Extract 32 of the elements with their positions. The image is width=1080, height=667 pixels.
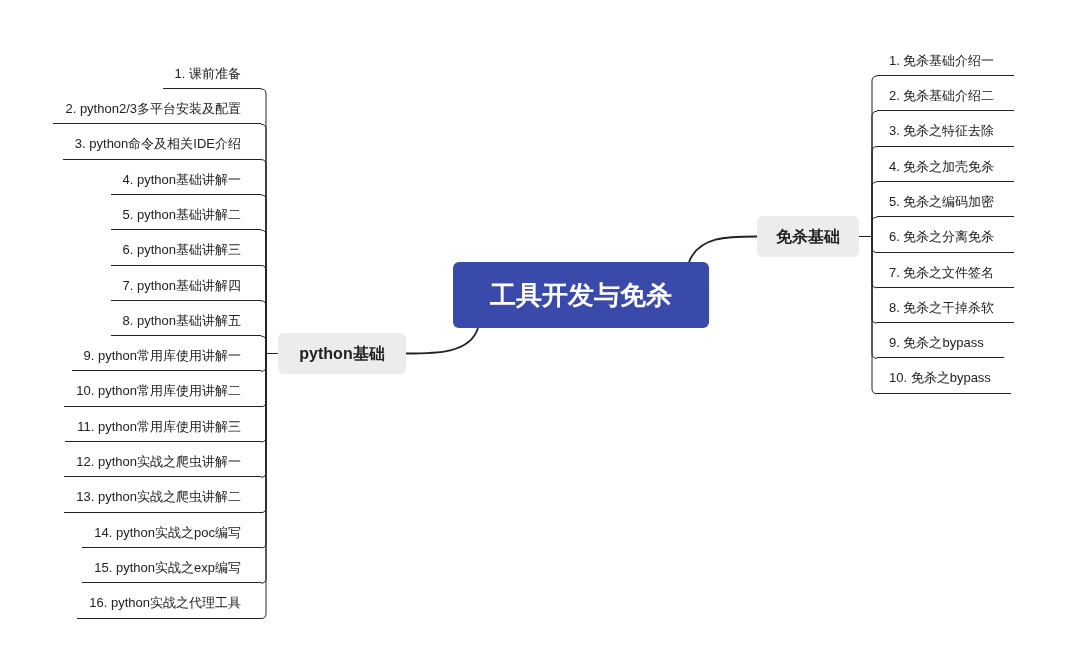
- subtopic: 5. python基础讲解二: [110, 200, 261, 231]
- subtopic: 6. python基础讲解三: [110, 235, 261, 266]
- subtopic: 10. 免杀之bypass: [877, 363, 1011, 394]
- main-topic: 免杀基础: [757, 216, 859, 257]
- connector-line: [688, 235, 758, 263]
- subtopic: 14. python实战之poc编写: [82, 517, 261, 548]
- subtopic: 13. python实战之爬虫讲解二: [64, 482, 261, 513]
- subtopic: 2. python2/3多平台安装及配置: [53, 94, 261, 125]
- subtopic: 4. python基础讲解一: [110, 164, 261, 195]
- connector-line: [858, 236, 878, 395]
- subtopic: 10. python常用库使用讲解二: [64, 376, 261, 407]
- subtopic: 12. python实战之爬虫讲解一: [64, 447, 261, 478]
- subtopic: 15. python实战之exp编写: [82, 553, 261, 584]
- central-topic: 工具开发与免杀: [453, 262, 709, 328]
- subtopic: 11. python常用库使用讲解三: [65, 412, 261, 442]
- subtopic: 4. 免杀之加壳免杀: [877, 151, 1015, 182]
- subtopic: 7. 免杀之文件签名: [877, 257, 1015, 288]
- subtopic: 5. 免杀之编码加密: [877, 187, 1015, 218]
- subtopic: 1. 课前准备: [162, 59, 261, 89]
- subtopic: 8. 免杀之干掉杀软: [877, 293, 1015, 324]
- subtopic: 8. python基础讲解五: [110, 306, 261, 337]
- main-topic: python基础: [278, 333, 406, 374]
- connector-line: [405, 327, 479, 355]
- subtopic: 3. python命令及相关IDE介绍: [62, 129, 261, 160]
- subtopic: 16. python实战之代理工具: [77, 588, 261, 619]
- subtopic: 7. python基础讲解四: [110, 270, 261, 301]
- subtopic: 2. 免杀基础介绍二: [877, 81, 1015, 112]
- subtopic: 9. python常用库使用讲解一: [71, 341, 261, 372]
- subtopic: 9. 免杀之bypass: [877, 328, 1004, 359]
- subtopic: 1. 免杀基础介绍一: [877, 46, 1015, 76]
- subtopic: 6. 免杀之分离免杀: [877, 222, 1015, 253]
- subtopic: 3. 免杀之特征去除: [877, 116, 1015, 147]
